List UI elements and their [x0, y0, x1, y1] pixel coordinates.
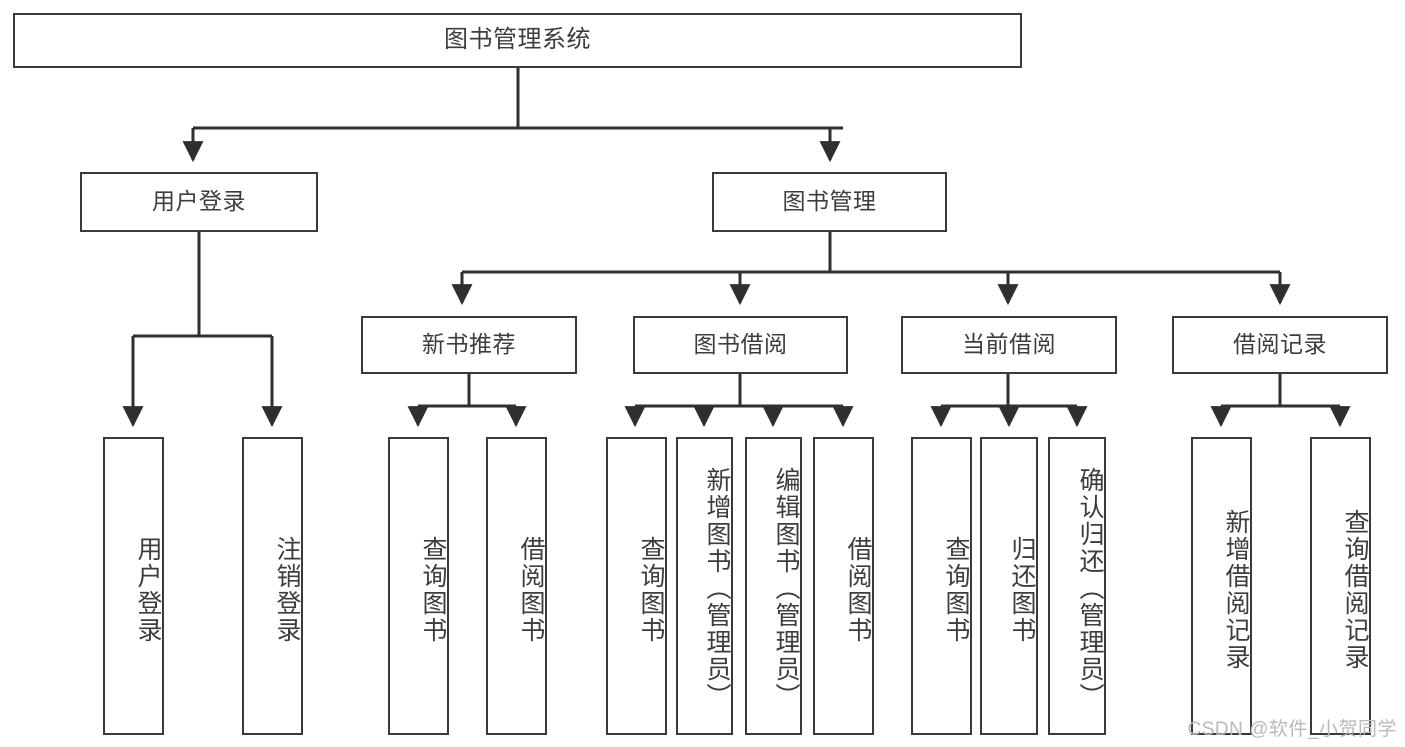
node-current-borrow[interactable]: 当前借阅	[901, 316, 1117, 374]
node-root-system[interactable]: 图书管理系统	[13, 13, 1022, 68]
node-user-login[interactable]: 用户登录	[80, 172, 318, 232]
node-leaf-return-book[interactable]: 归还图书	[980, 437, 1038, 735]
node-leaf-confirm-return[interactable]: 确认归还（管理员）	[1048, 437, 1106, 735]
node-leaf-edit-book[interactable]: 编辑图书（管理员）	[745, 437, 802, 735]
node-book-management[interactable]: 图书管理	[712, 172, 947, 232]
node-leaf-query-book-1[interactable]: 查询图书	[388, 437, 449, 735]
node-leaf-user-login[interactable]: 用户登录	[103, 437, 164, 735]
node-leaf-borrow-book-1[interactable]: 借阅图书	[486, 437, 547, 735]
node-leaf-add-book[interactable]: 新增图书（管理员）	[676, 437, 733, 735]
node-borrow-record[interactable]: 借阅记录	[1172, 316, 1388, 374]
node-leaf-borrow-book-2[interactable]: 借阅图书	[813, 437, 874, 735]
node-book-borrow[interactable]: 图书借阅	[633, 316, 848, 374]
node-leaf-query-book-2[interactable]: 查询图书	[606, 437, 667, 735]
node-leaf-query-book-3[interactable]: 查询图书	[911, 437, 972, 735]
node-leaf-add-record[interactable]: 新增借阅记录	[1191, 437, 1252, 735]
node-new-book-recommend[interactable]: 新书推荐	[361, 316, 577, 374]
watermark-text: CSDN @软件_小贺同学	[1187, 719, 1397, 740]
node-leaf-query-record[interactable]: 查询借阅记录	[1310, 437, 1371, 735]
node-leaf-logout-login[interactable]: 注销登录	[242, 437, 303, 735]
